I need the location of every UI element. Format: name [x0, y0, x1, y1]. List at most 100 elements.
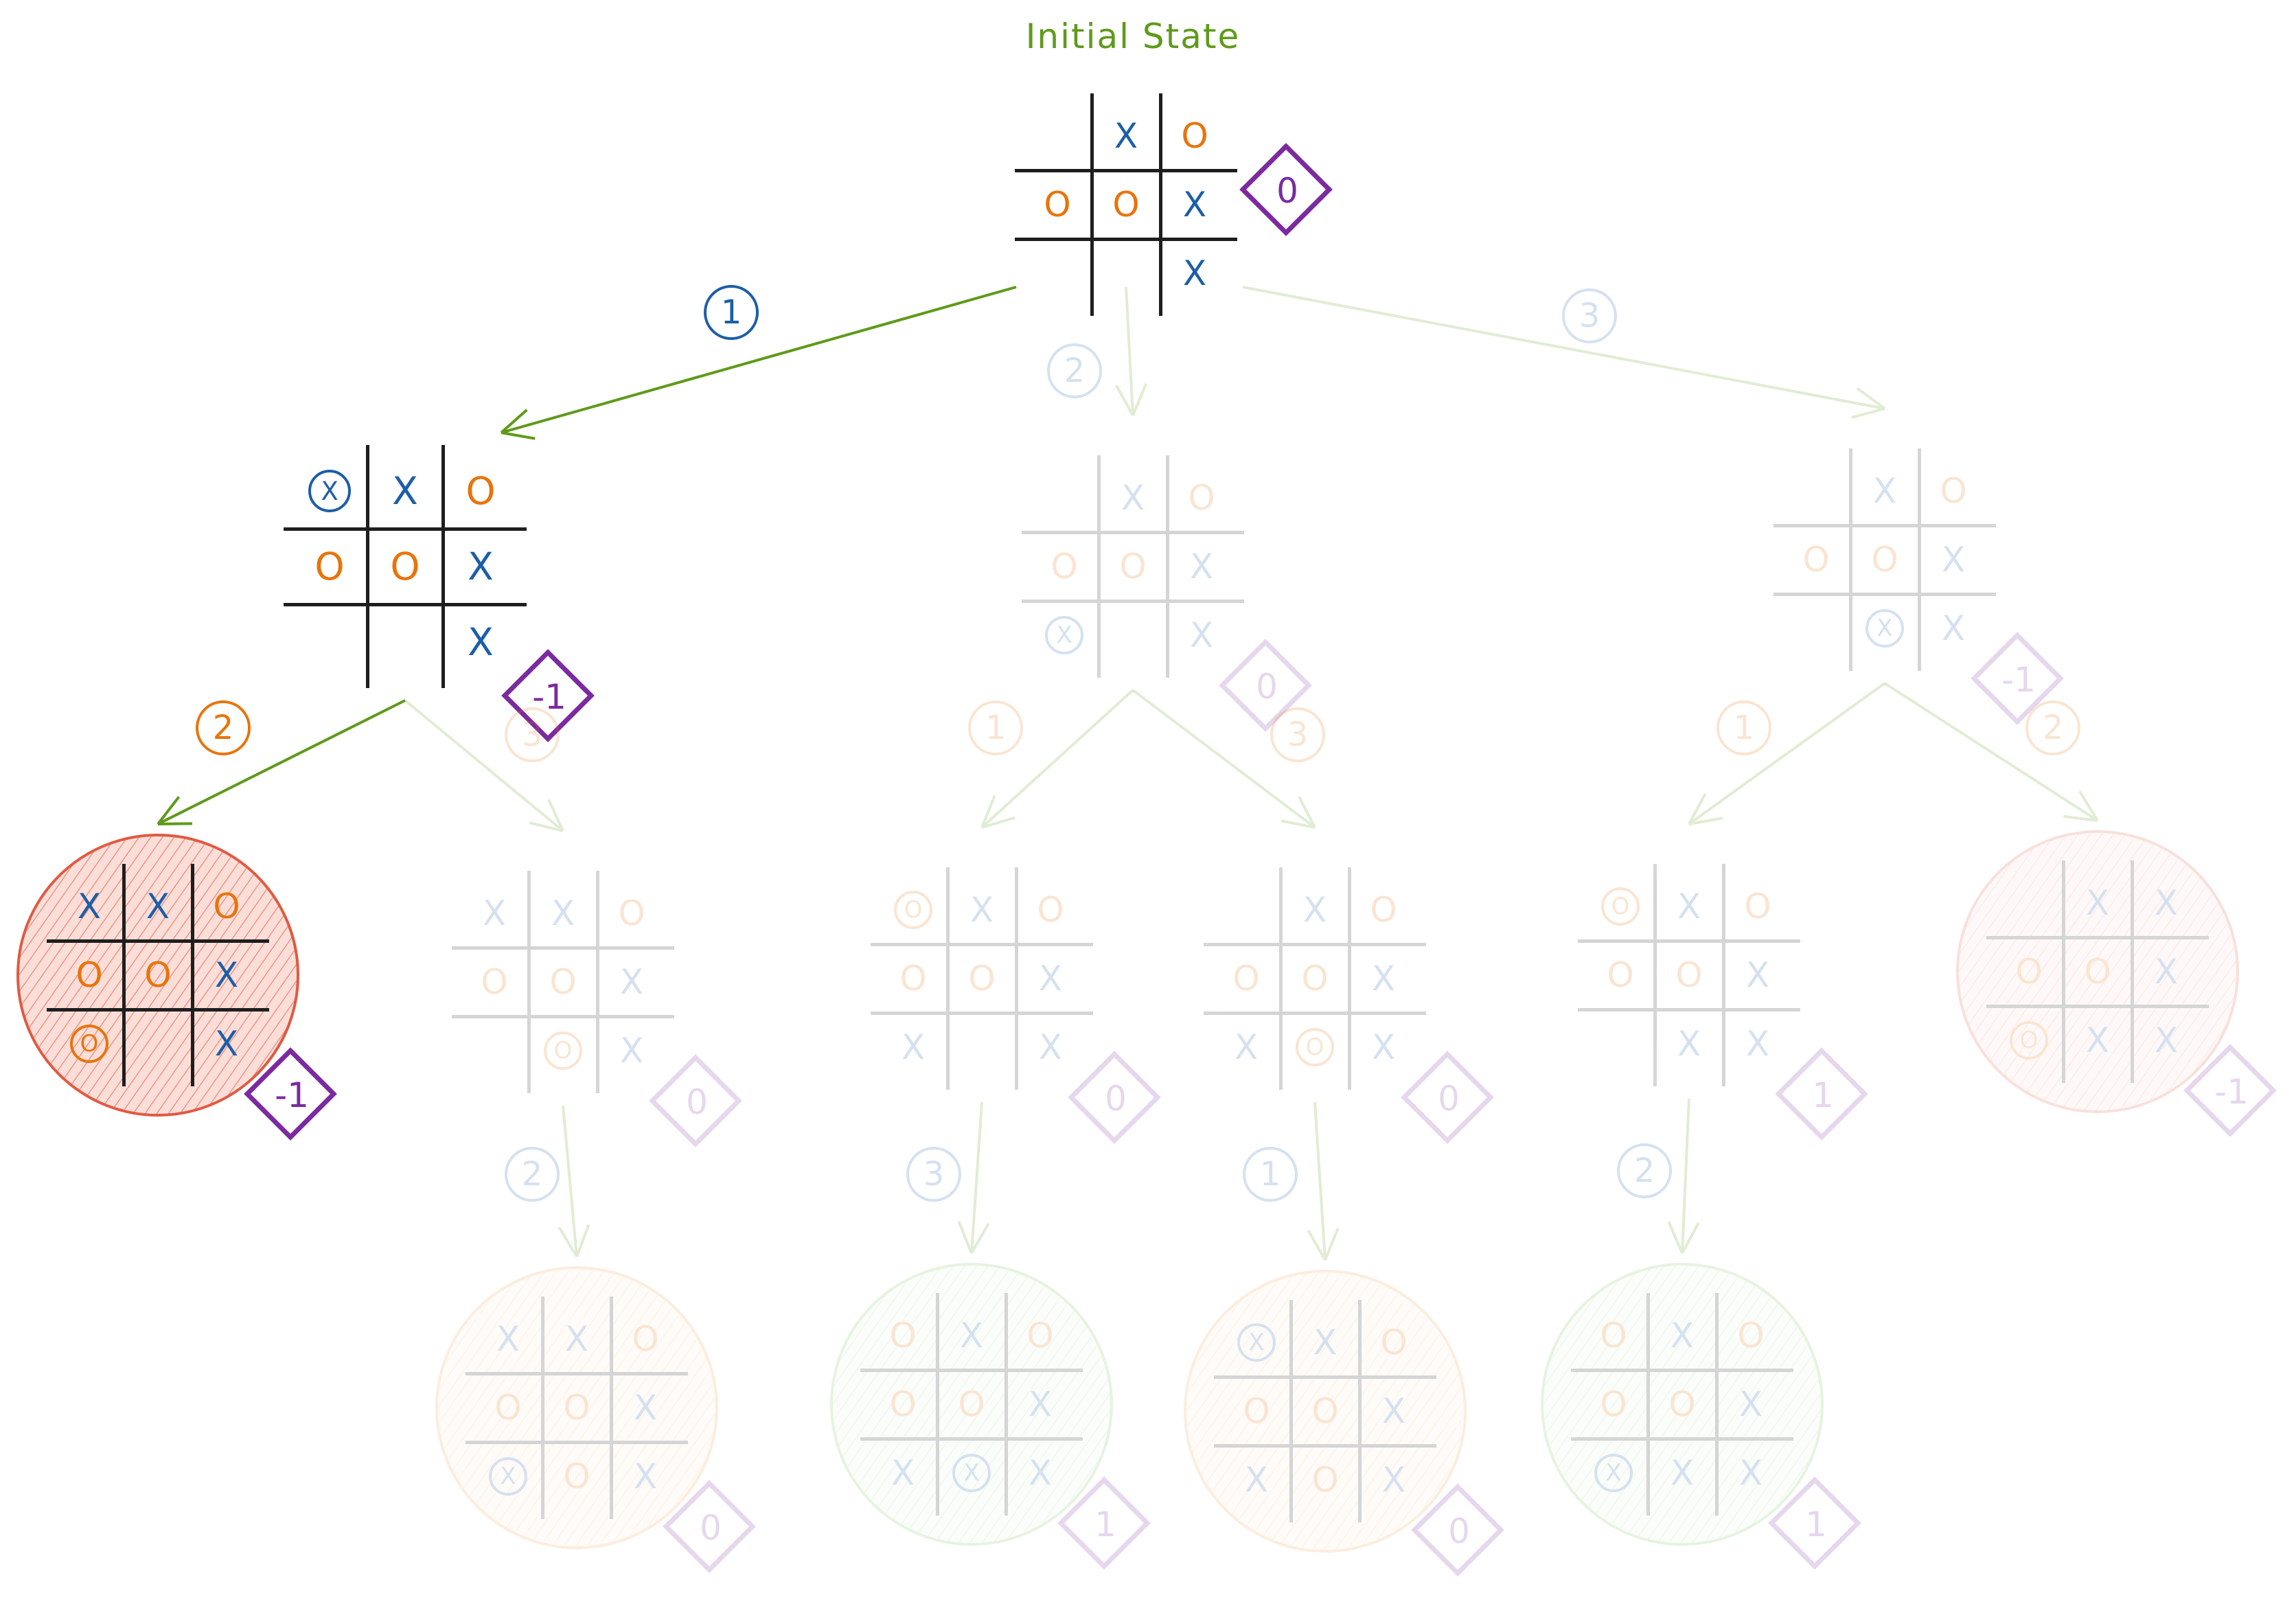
board-cell: [1023, 102, 1092, 170]
edge-line: [157, 699, 406, 825]
grid-line: [1289, 1300, 1293, 1522]
board-cell: [124, 1009, 192, 1078]
board-cell: O: [1188, 478, 1215, 518]
board-cell: O: [1044, 185, 1071, 225]
board-cell: X: [1381, 1460, 1406, 1500]
minimax-score-badge: 1: [1768, 1476, 1861, 1570]
board-cell: X: [891, 1453, 915, 1493]
tree-edge: [500, 286, 1017, 440]
board-cell: X: [1313, 1323, 1338, 1362]
tree-edge: [1115, 286, 1148, 416]
arrowhead: [981, 816, 1015, 829]
grid-line: [1022, 530, 1244, 534]
board-cell: O: [899, 959, 927, 998]
grid-line: [871, 1011, 1093, 1015]
arrowhead: [1856, 387, 1886, 410]
score-value: 0: [700, 1508, 722, 1548]
board-cell: X: [77, 887, 102, 926]
grid-line: [47, 1007, 269, 1012]
board-cell: X: [959, 1316, 984, 1356]
board-cell: X: [2085, 1020, 2110, 1060]
grid-line: [466, 1440, 688, 1444]
grid-line: [1097, 455, 1101, 678]
grid-line: [860, 1368, 1083, 1372]
score-value: 1: [1812, 1075, 1834, 1115]
board-cell: X: [1381, 1391, 1406, 1431]
grid-line: [1347, 867, 1351, 1090]
board-cell: [1099, 601, 1167, 670]
move-order-label: 1: [704, 285, 759, 340]
new-move-mark: O: [1601, 887, 1640, 926]
move-order-label: 2: [196, 700, 251, 755]
board-cell: X: [1677, 1024, 1701, 1064]
arrowhead: [1307, 1229, 1327, 1261]
grid-line: [1357, 1300, 1362, 1522]
board-cell: O: [1600, 1384, 1627, 1424]
grid-line: [1158, 93, 1162, 316]
board-cell: O: [1871, 540, 1898, 580]
board-cell: X: [969, 890, 994, 930]
board-cell: X: [1302, 890, 1327, 930]
board-cell: O: [1668, 1384, 1696, 1424]
new-move-mark: X: [1866, 609, 1904, 648]
new-move-mark: X: [1045, 616, 1083, 654]
arrowhead: [970, 1222, 990, 1254]
outcome-circle-win: [830, 1263, 1113, 1546]
arrowhead: [1281, 819, 1316, 829]
grid-line: [1848, 448, 1852, 671]
board-cell: O: [1802, 540, 1830, 580]
grid-line: [122, 864, 126, 1086]
board-cell: X: [1114, 116, 1138, 156]
minimax-score-badge: 0: [649, 1054, 742, 1147]
tree-edge: [1688, 682, 1886, 825]
grid-line: [871, 942, 1093, 946]
arrowhead: [157, 822, 193, 825]
board-cell: O: [1037, 890, 1064, 930]
arrowhead: [1298, 796, 1316, 828]
grid-line: [1015, 168, 1237, 172]
board-cell: [292, 604, 367, 680]
tree-edge: [1667, 1098, 1700, 1254]
grid-line: [1646, 1293, 1650, 1516]
minimax-score-badge: -1: [1971, 632, 2064, 725]
arrowhead: [529, 821, 564, 832]
board-cell: O: [1370, 890, 1397, 930]
grid-line: [1214, 1375, 1436, 1379]
board-cell: X: [468, 544, 494, 589]
grid-line: [1986, 1004, 2209, 1008]
move-order-label: 2: [505, 1147, 560, 1202]
edge-line: [562, 1105, 578, 1257]
board-cell: O: [76, 955, 103, 995]
score-value: -1: [2001, 660, 2036, 700]
score-value: 0: [686, 1082, 708, 1122]
score-value: 0: [1256, 667, 1278, 707]
grid-line: [860, 1437, 1083, 1441]
board-cell: O: [958, 1384, 985, 1424]
new-move-mark: X: [1237, 1323, 1276, 1362]
tree-edge: [157, 699, 406, 825]
new-move-mark: X: [308, 470, 352, 513]
score-value: -1: [2214, 1072, 2249, 1112]
board-cell: O: [1675, 955, 1703, 995]
board-cell: X: [901, 1027, 926, 1067]
grid-line: [1090, 93, 1094, 316]
new-move-mark: X: [1594, 1454, 1633, 1492]
board-cell: X: [564, 1319, 589, 1359]
minimax-score-badge: 0: [663, 1480, 756, 1573]
grid-line: [540, 1296, 544, 1519]
board-cell: [367, 604, 443, 680]
tree-edge: [404, 699, 564, 832]
arrowhead: [2063, 814, 2098, 822]
grid-line: [1165, 455, 1169, 678]
